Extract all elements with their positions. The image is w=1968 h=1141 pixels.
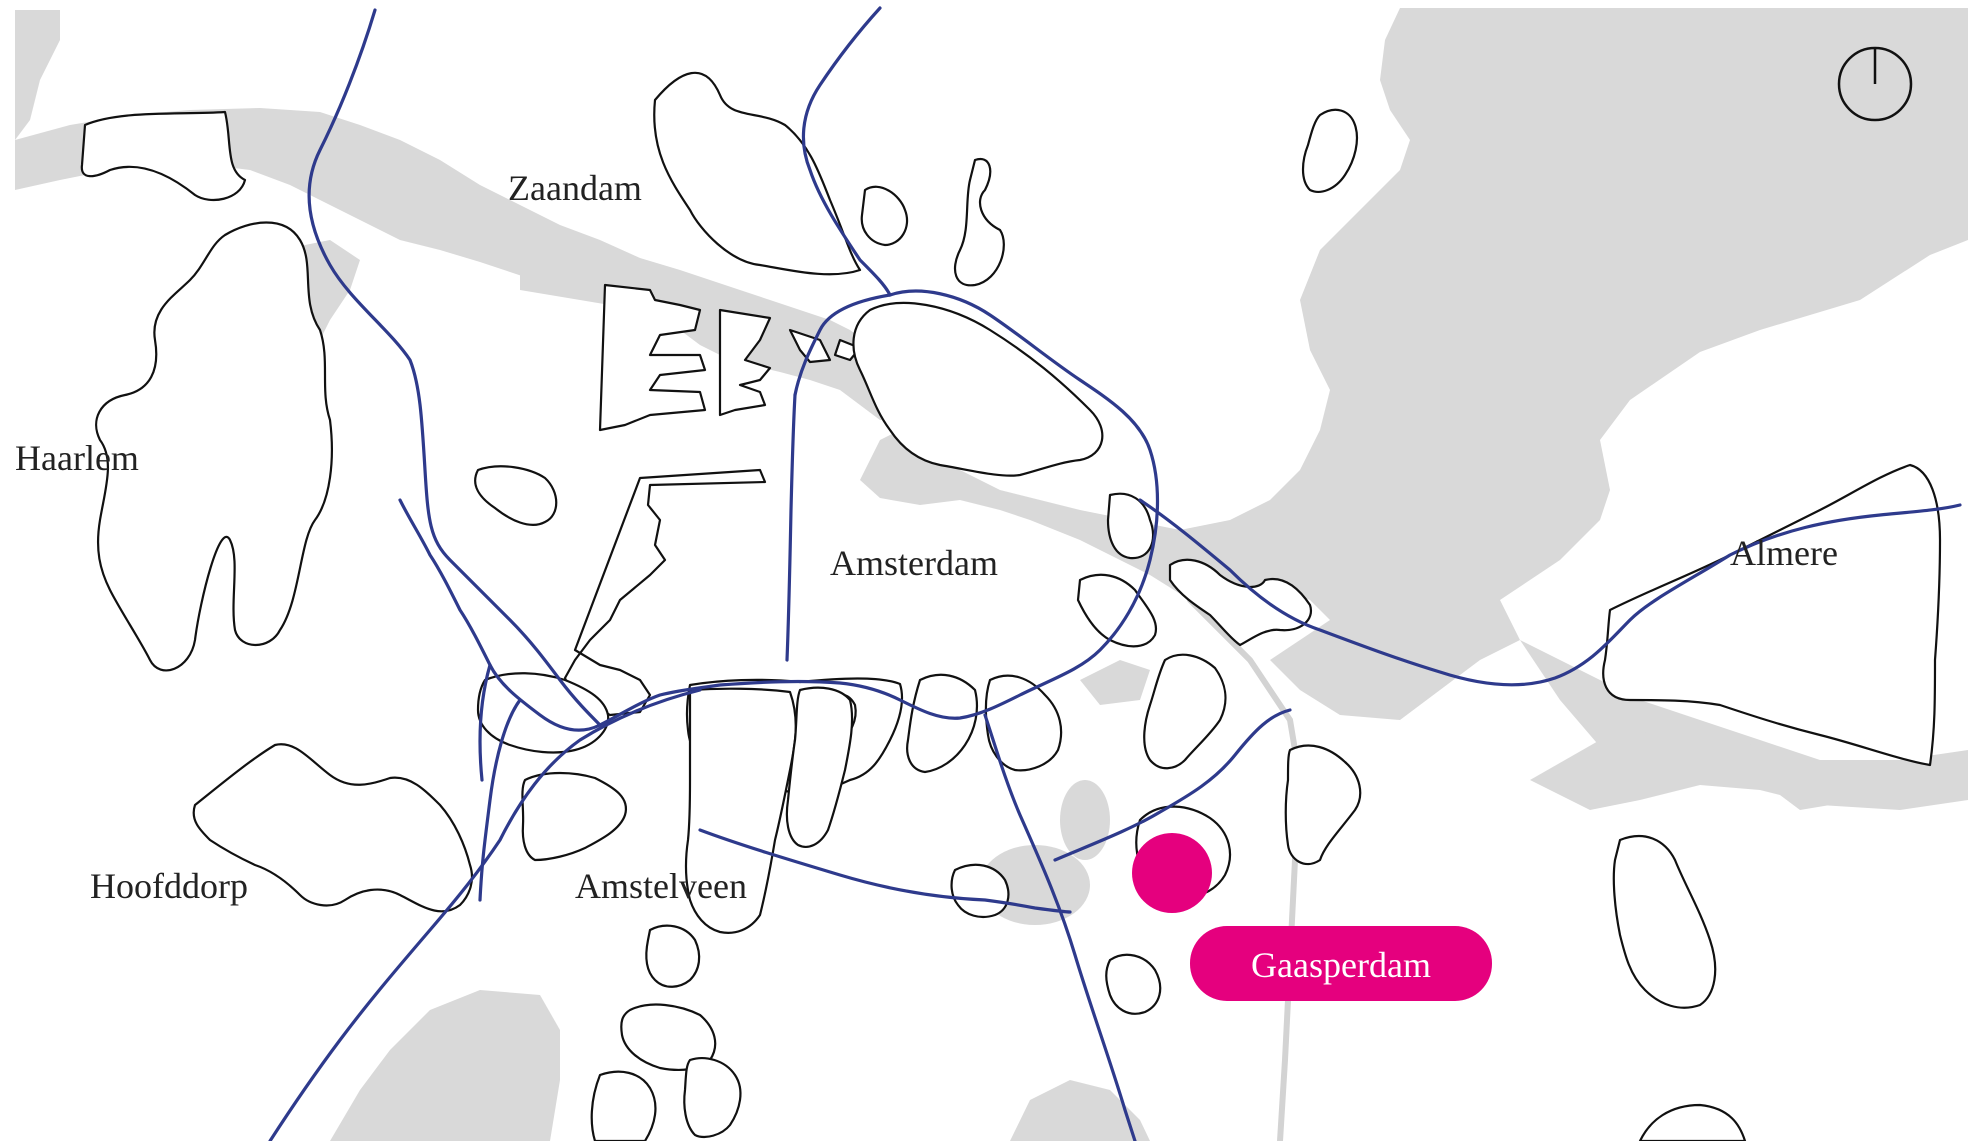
district-south-bottom-2: [1638, 1103, 1747, 1141]
district-almere-south: [1612, 835, 1717, 1009]
road-a10-north: [793, 293, 892, 397]
district-almere: [1602, 463, 1942, 767]
north-compass-icon: [1837, 46, 1913, 122]
district-haarlem: [95, 221, 333, 672]
road-a4-down: [478, 698, 522, 902]
road-a9-east: [1053, 708, 1292, 862]
district-westpoort: [598, 283, 707, 432]
district-south-bottom-1: [590, 1070, 657, 1141]
river-strip: [1080, 660, 1150, 705]
road-a9: [307, 8, 602, 727]
district-amstelveen-south-3: [683, 1057, 742, 1139]
pill-background[interactable]: [1190, 926, 1492, 1001]
marker-dot[interactable]: [1132, 833, 1212, 913]
district-oostzaan: [953, 157, 1005, 287]
pill-label: Gaasperdam: [1251, 945, 1431, 985]
lake-bottom-middle: [1010, 1080, 1150, 1141]
water-left-blob: [15, 10, 60, 140]
label-almere: Almere: [1730, 533, 1838, 573]
district-amstelveen-south-1: [645, 924, 701, 988]
lake-bottom-left: [330, 990, 560, 1141]
district-amsterdam-west: [563, 468, 767, 717]
district-amsterdam-centrum: [852, 301, 1104, 477]
road-left-connector: [478, 663, 492, 782]
label-amstelveen: Amstelveen: [575, 866, 747, 906]
district-watergraafsmeer: [1076, 573, 1158, 648]
district-amstelveen-east: [785, 686, 854, 848]
district-amstelveen: [684, 687, 797, 934]
district-hoofddorp: [192, 743, 474, 913]
location-marker[interactable]: [1132, 833, 1212, 913]
road-a2-south: [983, 713, 1137, 1141]
lake-gooimeer: [1530, 730, 1968, 810]
road-a4-southwest: [268, 688, 702, 1141]
location-label-pill[interactable]: Gaasperdam: [1190, 926, 1492, 1001]
district-center-south: [950, 863, 1010, 919]
road-a8: [801, 6, 892, 297]
district-zaandam: [653, 71, 862, 276]
road-a10-ring: [398, 289, 1160, 732]
district-diemen-east: [1284, 744, 1362, 866]
district-diemen: [1143, 653, 1227, 770]
water-pond-2: [1060, 780, 1110, 860]
district-harbour-2: [718, 308, 772, 417]
label-zaandam: Zaandam: [508, 168, 642, 208]
district-gaasperdam-south: [1105, 953, 1162, 1015]
district-zaandam-east: [860, 185, 909, 247]
district-haarlem-north: [80, 110, 247, 202]
district-oostzaan-north: [1301, 108, 1359, 193]
district-zuidoost: [906, 673, 979, 774]
road-a1-east: [1138, 498, 1962, 687]
district-ijburg: [1168, 558, 1313, 647]
district-west-blob: [474, 465, 558, 526]
water-pond-3: [980, 845, 1090, 925]
roads-layer: [268, 6, 1962, 1141]
district-noord-east: [1106, 492, 1155, 560]
label-amsterdam: Amsterdam: [830, 543, 998, 583]
road-center-north: [785, 393, 797, 662]
road-a10-south: [698, 828, 1072, 914]
label-haarlem: Haarlem: [15, 438, 139, 478]
lake-ijmeer: [860, 8, 1968, 810]
district-amstelveen-west: [521, 771, 628, 862]
label-hoofddorp: Hoofddorp: [90, 866, 248, 906]
districts-layer: [80, 71, 1942, 1141]
